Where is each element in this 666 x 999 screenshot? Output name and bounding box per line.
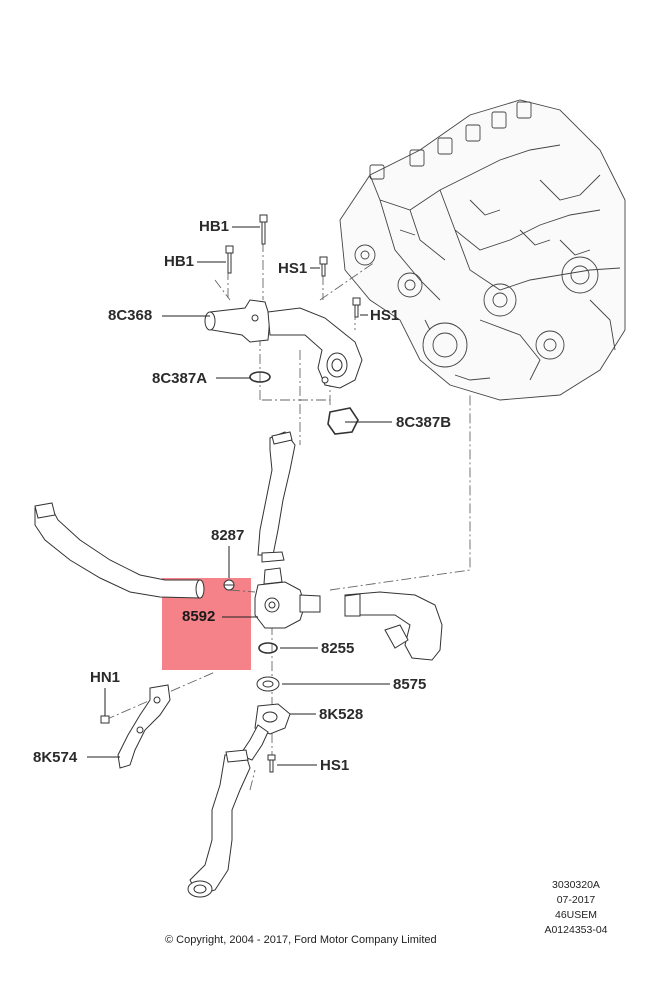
bolts-upper	[225, 214, 361, 318]
copyright-notice: © Copyright, 2004 - 2017, Ford Motor Com…	[165, 934, 437, 946]
leader-lines	[87, 226, 392, 766]
drawing-info: 3030320A 07-2017 46USEM A0124353-04	[536, 878, 616, 938]
label-hb1-second: HB1	[164, 253, 195, 270]
water-outlet-8592	[254, 567, 321, 629]
label-8k574: 8K574	[33, 749, 78, 766]
nut-hn1	[100, 715, 110, 724]
label-8575: 8575	[393, 676, 427, 693]
gaskets-upper	[249, 371, 359, 435]
label-8592: 8592	[182, 608, 216, 625]
left-hose	[34, 502, 205, 599]
label-hn1: HN1	[90, 669, 121, 686]
label-8287: 8287	[211, 527, 245, 544]
lower-hose	[187, 749, 251, 898]
label-8c387a: 8C387A	[152, 370, 208, 387]
label-8c368: 8C368	[108, 307, 153, 324]
engine-block	[339, 99, 626, 401]
drawing-date: 07-2017	[556, 894, 596, 906]
label-8255: 8255	[321, 640, 355, 657]
label-8c387b: 8C387B	[396, 414, 452, 431]
label-8k528: 8K528	[319, 706, 364, 723]
right-hose	[344, 591, 443, 661]
lower-parts	[239, 642, 291, 761]
upper-hose	[257, 431, 296, 563]
drawing-reference: A0124353-04	[544, 924, 608, 936]
drawing-number: 3030320A	[552, 879, 600, 891]
label-hs1-right: HS1	[370, 307, 400, 324]
bolt-lower	[267, 754, 276, 773]
thermostat-housing-8c368	[204, 299, 363, 389]
bracket-8k574	[117, 684, 171, 769]
label-hb1-top: HB1	[199, 218, 230, 235]
label-hs1-lower: HS1	[320, 757, 350, 774]
label-hs1-upper: HS1	[278, 260, 308, 277]
drawing-model-code: 46USEM	[554, 909, 597, 921]
sensor-8287	[223, 579, 235, 591]
